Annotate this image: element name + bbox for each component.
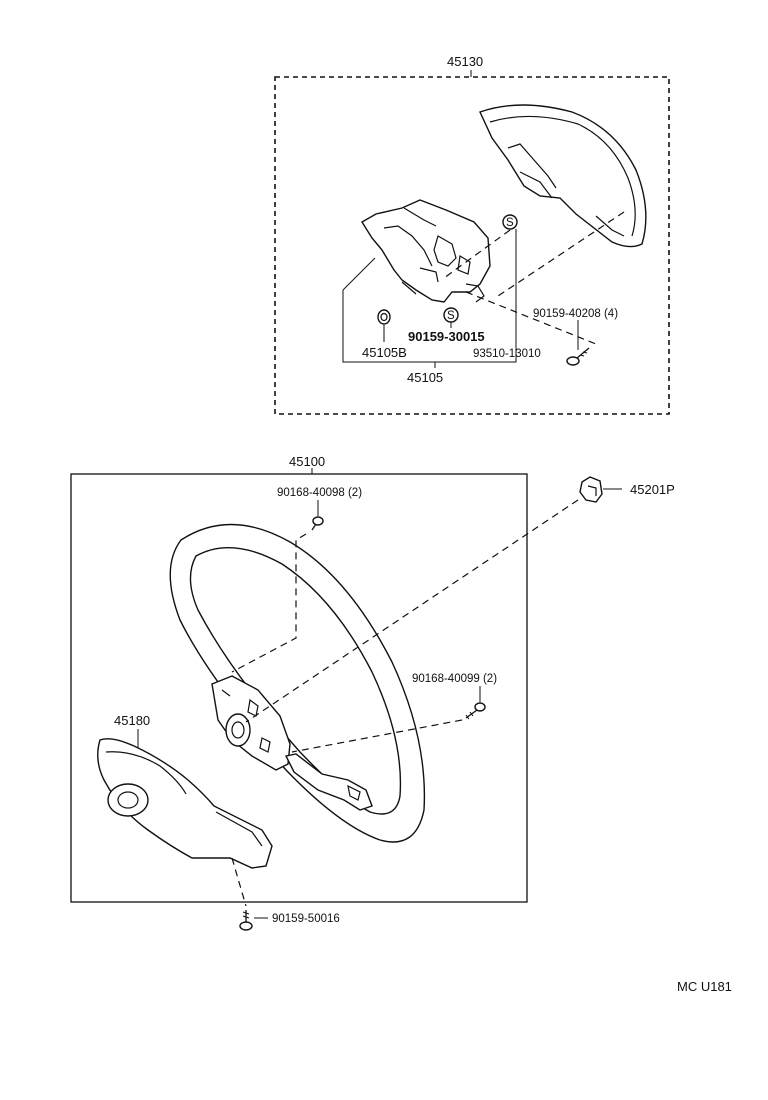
wheel-hub-boss bbox=[225, 713, 251, 747]
group-45130: 45130 bbox=[274, 54, 670, 415]
group-45100: 45100 90168-40098 (2) bbox=[70, 454, 675, 931]
leader-45105-bracket-left bbox=[342, 290, 517, 363]
screw-90168-40098 bbox=[311, 516, 324, 531]
svg-text:S: S bbox=[447, 310, 455, 322]
group-45130-dashed-frame bbox=[274, 76, 670, 415]
leader-45105-bracket bbox=[342, 257, 376, 291]
label-90159-40208: 90159-40208 (4) bbox=[533, 308, 618, 320]
screw-90159-50016 bbox=[239, 910, 253, 931]
dashed-line-s-mark bbox=[443, 229, 511, 279]
s-mark-lower: S bbox=[443, 307, 459, 323]
horn-switch-plate bbox=[361, 199, 491, 303]
label-45100: 45100 bbox=[289, 454, 325, 469]
label-90168-40099: 90168-40099 (2) bbox=[412, 673, 497, 685]
dashed-line-cover-to-plate bbox=[497, 211, 625, 297]
label-90159-50016: 90159-50016 bbox=[272, 913, 340, 925]
nut-45201P bbox=[579, 476, 603, 503]
label-45180: 45180 bbox=[114, 713, 150, 728]
svg-text:S: S bbox=[506, 217, 514, 229]
bolt-90168-40099 bbox=[465, 702, 486, 720]
dashed-line-90168-40098 bbox=[231, 533, 307, 673]
group-45100-frame bbox=[70, 473, 528, 903]
screw-90159-40208 bbox=[566, 347, 590, 366]
dashed-line-90159-50016 bbox=[231, 857, 247, 907]
label-45105: 45105 bbox=[407, 370, 443, 385]
label-45130: 45130 bbox=[447, 54, 483, 69]
s-mark-upper: S bbox=[502, 214, 518, 230]
wheel-rim-inner bbox=[189, 546, 402, 815]
horn-pad-cover bbox=[479, 104, 647, 248]
label-93510-13010: 93510-13010 bbox=[473, 348, 541, 360]
label-45105B: 45105B bbox=[362, 345, 407, 360]
label-45201P: 45201P bbox=[630, 482, 675, 497]
dashed-line-90168-40099 bbox=[291, 719, 463, 753]
label-90159-30015: 90159-30015 bbox=[408, 329, 485, 344]
dashed-line-45201P bbox=[245, 499, 579, 723]
lower-cover-45180 bbox=[97, 738, 273, 869]
steering-wheel bbox=[169, 523, 426, 843]
label-90168-40098: 90168-40098 (2) bbox=[277, 487, 362, 499]
nut-45105B bbox=[377, 309, 391, 325]
diagram-code: MC U181 bbox=[677, 979, 732, 994]
